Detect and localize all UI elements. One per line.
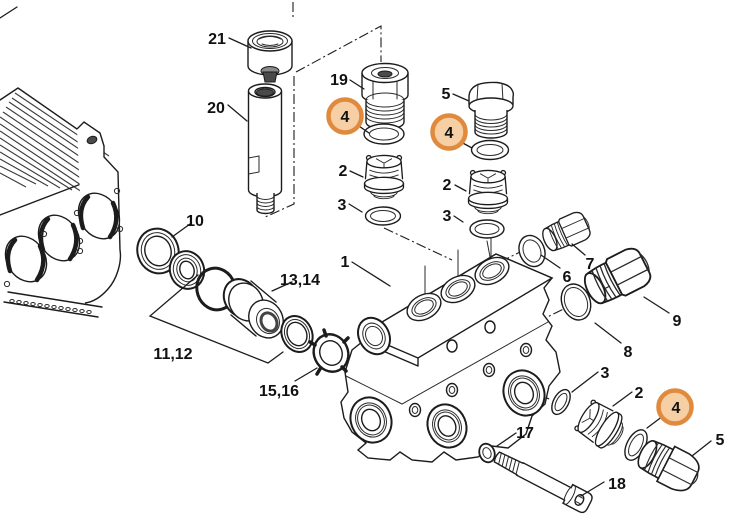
part-label-4-highlighted: 4 [445, 125, 454, 142]
piston-sleeve-13-14 [222, 278, 284, 339]
o-ring-3 [364, 206, 402, 226]
cylinder-opening [76, 187, 124, 245]
part-label-19: 19 [330, 72, 348, 89]
part-label-4-highlighted: 4 [672, 400, 681, 417]
cylinder-opening [3, 230, 48, 288]
hex-plug-5 [468, 81, 515, 139]
part-label-3: 3 [338, 197, 347, 214]
serrated-rail [3, 291, 103, 318]
valve-column-left [361, 62, 409, 226]
part-label-3: 3 [443, 208, 452, 225]
part-label-20: 20 [207, 100, 225, 117]
check-valve-2 [572, 397, 631, 455]
part-label-2: 2 [635, 385, 644, 402]
highlight-circle [430, 113, 468, 151]
lower-threaded-port [349, 396, 393, 444]
oil-gauge-cap [247, 30, 293, 83]
dipstick-tube [247, 83, 283, 215]
lower-threaded-port [426, 403, 468, 449]
socket-head-bolt-18 [493, 451, 593, 514]
adapter-nut-19 [361, 62, 409, 131]
support-ring [280, 315, 314, 353]
part-label-10: 10 [186, 213, 204, 230]
part-label-1: 1 [341, 254, 350, 271]
part-label-21: 21 [208, 31, 226, 48]
o-ring-3 [551, 388, 571, 416]
hex-plug-7 [538, 208, 595, 256]
top-valve-port [406, 292, 442, 322]
part-label-2: 2 [443, 177, 452, 194]
check-valve-2 [363, 154, 405, 200]
pump-manifold-block [340, 253, 561, 463]
part-label-5: 5 [716, 432, 725, 449]
oil-seal-ring [168, 250, 206, 290]
top-valve-port [474, 256, 510, 286]
part-label-11-12: 11,12 [153, 346, 192, 363]
o-ring-4 [363, 123, 405, 145]
part-label-15-16: 15,16 [259, 383, 299, 400]
part-label-4-highlighted: 4 [341, 109, 350, 126]
crankcase-housing [0, 87, 124, 318]
part-label-3: 3 [601, 365, 610, 382]
part-label-2: 2 [339, 163, 348, 180]
part-label-17: 17 [516, 425, 534, 442]
sealing-ring-8 [560, 283, 592, 321]
highlight-circle [326, 97, 364, 135]
part-label-9: 9 [673, 313, 682, 330]
part-label-6: 6 [563, 269, 572, 286]
part-label-8: 8 [624, 344, 633, 361]
valve-column-right [467, 81, 515, 239]
seal-sleeve-stack [136, 227, 350, 376]
o-ring-3 [469, 219, 505, 239]
highlight-circle [656, 388, 694, 426]
washer-17 [478, 442, 496, 464]
part-label-5: 5 [442, 86, 451, 103]
check-valve-2 [467, 169, 509, 215]
side-plug-group [518, 208, 657, 321]
part-label-18: 18 [608, 476, 626, 493]
part-label-13-14: 13,14 [280, 272, 320, 289]
callout-labels: 21 20 19 4 2 3 5 4 2 3 1 10 13,14 11,12 … [153, 31, 724, 493]
castellated-retainer-15-16 [308, 328, 350, 376]
seal-ring-10 [136, 227, 180, 275]
group-bracket-11-12 [148, 274, 284, 364]
lower-threaded-port [502, 369, 546, 417]
outlet-valve-group [551, 388, 707, 498]
o-ring-4 [470, 139, 510, 161]
sealing-ring-6 [518, 234, 546, 268]
leader-lines [171, 37, 712, 497]
part-label-7: 7 [586, 256, 595, 273]
highlight-circles [326, 97, 694, 426]
top-valve-port [440, 274, 476, 304]
